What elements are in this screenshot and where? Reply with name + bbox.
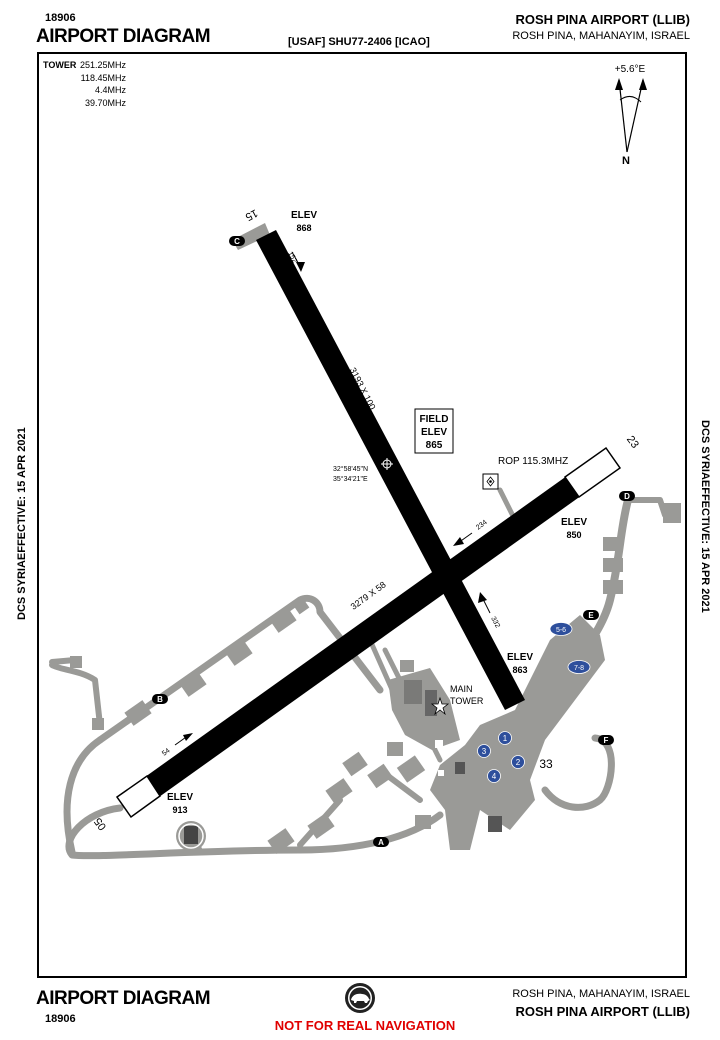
tower-freq-1: 251.25MHz	[80, 60, 127, 70]
svg-text:FIELD: FIELD	[420, 414, 449, 425]
tower-label-line2: TOWER	[450, 696, 484, 706]
svg-text:ELEV: ELEV	[561, 517, 587, 528]
navaid-label: ROP 115.3MHZ	[498, 456, 568, 467]
boar-logo-icon	[344, 982, 376, 1014]
tower-freq-2: 118.45MHz	[81, 73, 127, 83]
svg-text:865: 865	[426, 440, 443, 451]
svg-text:ELEV: ELEV	[291, 210, 317, 221]
magnetic-variation: +5.6°E	[615, 64, 646, 75]
tower-freq-3: 4.4MHz	[95, 85, 127, 95]
elevation-runway-05: ELEV 913	[167, 792, 193, 815]
taxiway-c-badge: C	[229, 236, 245, 246]
taxiway-f-badge: F	[598, 735, 614, 745]
taxiway-b-badge: B	[152, 694, 168, 704]
taxiway-badges: A B C D E F	[152, 236, 635, 847]
svg-text:ELEV: ELEV	[421, 427, 447, 438]
field-elevation-box: FIELD ELEV 865	[414, 408, 454, 454]
svg-text:A: A	[378, 838, 384, 847]
taxiway-d-badge: D	[619, 491, 635, 501]
north-label: N	[622, 155, 630, 167]
svg-text:2: 2	[516, 758, 521, 767]
location-bottom: ROSH PINA, MAHANAYIM, ISRAEL	[512, 988, 690, 1000]
taxiway-e-badge: E	[583, 610, 599, 620]
tower-label: TOWER	[43, 60, 77, 70]
taxiway-west-spur	[49, 662, 103, 728]
parking-spot-5-6: 5-6	[549, 622, 573, 636]
parking-spot-7-8: 7-8	[567, 660, 591, 674]
elevation-runway-23: ELEV 850	[561, 517, 587, 540]
chart-title-top: AIRPORT DIAGRAM	[36, 26, 211, 47]
north-arrow-icon: +5.6°E N	[615, 64, 647, 167]
elevation-runway-33: ELEV 863	[507, 652, 533, 675]
svg-text:913: 913	[172, 805, 187, 815]
taxiway-f-path	[541, 734, 615, 811]
svg-text:332: 332	[489, 616, 501, 630]
chart-title-bottom: AIRPORT DIAGRAM	[36, 988, 211, 1009]
arp-longitude: 35°34'21"E	[333, 475, 368, 483]
svg-text:234: 234	[475, 519, 489, 532]
parking-spot-1: 1	[498, 731, 512, 745]
svg-text:152: 152	[286, 251, 298, 265]
runway-05-23-size: 3279 X 58	[349, 579, 388, 611]
elevation-runway-15: ELEV 868	[291, 210, 317, 233]
airport-name-bottom: ROSH PINA AIRPORT (LLIB)	[515, 1004, 690, 1019]
svg-text:850: 850	[566, 530, 581, 540]
svg-text:F: F	[604, 736, 609, 745]
runway-05-23	[115, 446, 622, 819]
frequency-block: TOWER 251.25MHz 118.45MHz 4.4MHz 39.70MH…	[43, 60, 126, 108]
svg-text:868: 868	[296, 223, 311, 233]
svg-text:7-8: 7-8	[574, 665, 584, 672]
runway-23-threshold	[563, 446, 622, 499]
location-top: ROSH PINA, MAHANAYIM, ISRAEL	[512, 30, 690, 42]
chart-code-top: 18906	[45, 12, 76, 24]
runway-05-23-surface	[117, 448, 620, 817]
svg-text:54: 54	[161, 747, 172, 757]
heading-arrow-332: 332	[478, 592, 501, 629]
runway-05-label: 05	[92, 815, 109, 832]
not-for-navigation-warning: NOT FOR REAL NAVIGATION	[274, 1018, 456, 1033]
taxiway-a-badge: A	[373, 837, 389, 847]
svg-text:1: 1	[503, 734, 508, 743]
runway-33-label: 33	[539, 757, 553, 771]
runway-15-33-surface	[256, 230, 525, 710]
taxiway-west-loop	[63, 736, 104, 856]
parking-spots: 1 2 3 4 5-6 7-8	[477, 622, 591, 783]
arp-latitude: 32°58'45"N	[333, 465, 368, 473]
vor-navaid-icon	[482, 473, 499, 490]
heading-arrow-54: 54	[161, 733, 193, 758]
parking-spot-2: 2	[511, 755, 525, 769]
svg-text:3: 3	[482, 747, 487, 756]
svg-text:B: B	[157, 695, 163, 704]
svg-text:863: 863	[512, 665, 527, 675]
tower-freq-4: 39.70MHz	[85, 98, 127, 108]
parking-spot-3: 3	[477, 744, 491, 758]
svg-text:ELEV: ELEV	[167, 792, 193, 803]
heading-arrow-152: 152	[286, 251, 305, 272]
svg-text:5-6: 5-6	[556, 627, 566, 634]
tower-label-line1: MAIN	[450, 684, 473, 694]
runway-05-threshold	[115, 774, 162, 819]
runway-15-label: 15	[243, 206, 259, 222]
parking-spot-4: 4	[487, 769, 501, 783]
svg-text:C: C	[234, 237, 240, 246]
runway-23-label: 23	[624, 434, 641, 451]
taxiway-a-path	[65, 804, 444, 860]
svg-text:ELEV: ELEV	[507, 652, 533, 663]
airport-name-top: ROSH PINA AIRPORT (LLIB)	[515, 12, 690, 27]
tower-icon	[430, 696, 450, 716]
svg-text:4: 4	[492, 772, 497, 781]
chart-ident: [USAF] SHU77-2406 [ICAO]	[288, 36, 430, 48]
svg-text:E: E	[588, 611, 594, 620]
airport-reference-point-icon	[381, 458, 393, 470]
svg-text:D: D	[624, 492, 630, 501]
main-apron	[388, 615, 605, 850]
diagram-frame	[37, 52, 687, 978]
chart-code-bottom: 18906	[45, 1013, 76, 1025]
